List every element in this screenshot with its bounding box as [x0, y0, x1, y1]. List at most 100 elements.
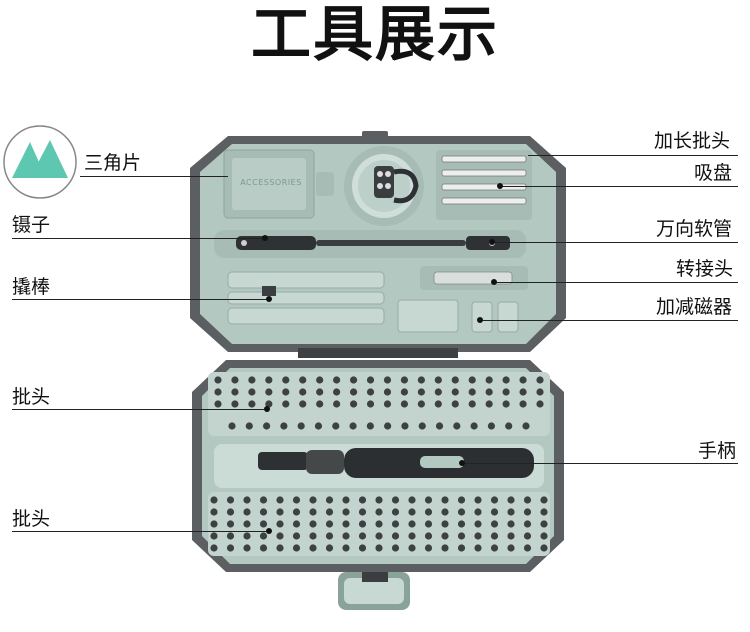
handle-label: 手柄: [698, 440, 737, 462]
bit: [408, 520, 416, 528]
bit: [325, 544, 334, 552]
bit: [474, 520, 482, 528]
flexible-shaft-pointer: [489, 239, 495, 245]
bit: [265, 388, 273, 396]
bit: [391, 520, 400, 528]
bit: [375, 544, 383, 552]
bit: [243, 532, 251, 540]
bit: [540, 496, 548, 504]
bit: [259, 520, 268, 528]
bit: [342, 508, 350, 516]
bit: [226, 532, 235, 540]
bit: [309, 496, 317, 504]
bits-top-leader: [12, 409, 266, 410]
bit: [424, 532, 433, 540]
extension-bits-leader: [528, 155, 738, 156]
bit: [333, 376, 341, 384]
bit: [282, 388, 290, 396]
bit: [276, 496, 284, 504]
bit: [276, 532, 284, 540]
top-case: [190, 131, 566, 352]
bit: [424, 496, 433, 504]
bit: [366, 422, 374, 430]
bit: [342, 532, 350, 540]
bit: [384, 422, 392, 430]
bit: [245, 422, 253, 430]
bit: [292, 520, 301, 528]
accessories-box-text: ACCESSORIES: [240, 178, 302, 187]
bit: [490, 508, 499, 516]
bit: [342, 520, 350, 528]
bits-bottom-label: 批头: [12, 508, 51, 530]
pry-bar-label: 撬棒: [12, 276, 51, 298]
tweezers-pointer: [262, 235, 268, 241]
bit: [383, 400, 392, 408]
bit: [248, 388, 256, 396]
bit: [292, 496, 301, 504]
bit: [276, 520, 284, 528]
bit: [457, 532, 466, 540]
bit: [485, 388, 493, 396]
bit: [210, 496, 218, 504]
flexible-shaft-leader: [492, 242, 738, 243]
bit: [210, 544, 218, 552]
bit: [457, 544, 466, 552]
bit: [408, 496, 416, 504]
bit: [349, 388, 358, 396]
bits-bottom-leader: [12, 531, 268, 532]
bit: [435, 422, 444, 430]
bit: [299, 388, 307, 396]
bit: [540, 532, 548, 540]
bit: [226, 544, 235, 552]
bit: [309, 544, 317, 552]
bit: [259, 532, 268, 540]
bit: [490, 520, 499, 528]
bit: [375, 532, 383, 540]
bit: [210, 508, 218, 516]
bit: [214, 376, 222, 384]
bit: [358, 544, 367, 552]
bit: [316, 388, 324, 396]
bit: [417, 376, 425, 384]
bit-grid: [210, 376, 548, 552]
bit: [248, 376, 256, 384]
bit: [349, 422, 357, 430]
bit: [424, 520, 433, 528]
bit: [358, 508, 367, 516]
bit: [400, 376, 409, 384]
bit: [342, 496, 350, 504]
bit: [468, 376, 476, 384]
bit: [502, 388, 510, 396]
bit: [490, 544, 499, 552]
bit: [502, 400, 510, 408]
bit: [490, 496, 499, 504]
bit: [451, 400, 459, 408]
bit: [226, 520, 235, 528]
bit: [299, 400, 307, 408]
bit: [523, 520, 532, 528]
bit: [507, 520, 515, 528]
bit: [457, 508, 466, 516]
bit: [243, 520, 251, 528]
bit: [540, 520, 548, 528]
bit: [259, 544, 268, 552]
tweezers-label: 镊子: [12, 214, 51, 236]
bit: [316, 400, 324, 408]
bit: [231, 376, 239, 384]
suction-cup-label: 吸盘: [694, 162, 733, 184]
bit: [325, 532, 334, 540]
bit: [507, 496, 515, 504]
bit: [441, 544, 449, 552]
suction-cup-leader: [500, 186, 738, 187]
bit: [441, 520, 449, 528]
bit: [276, 508, 284, 516]
bit: [349, 400, 358, 408]
bit: [309, 508, 317, 516]
bit: [400, 400, 409, 408]
bit: [262, 422, 271, 430]
bit: [523, 532, 532, 540]
bit: [333, 388, 341, 396]
bit: [507, 544, 515, 552]
bit: [228, 422, 236, 430]
